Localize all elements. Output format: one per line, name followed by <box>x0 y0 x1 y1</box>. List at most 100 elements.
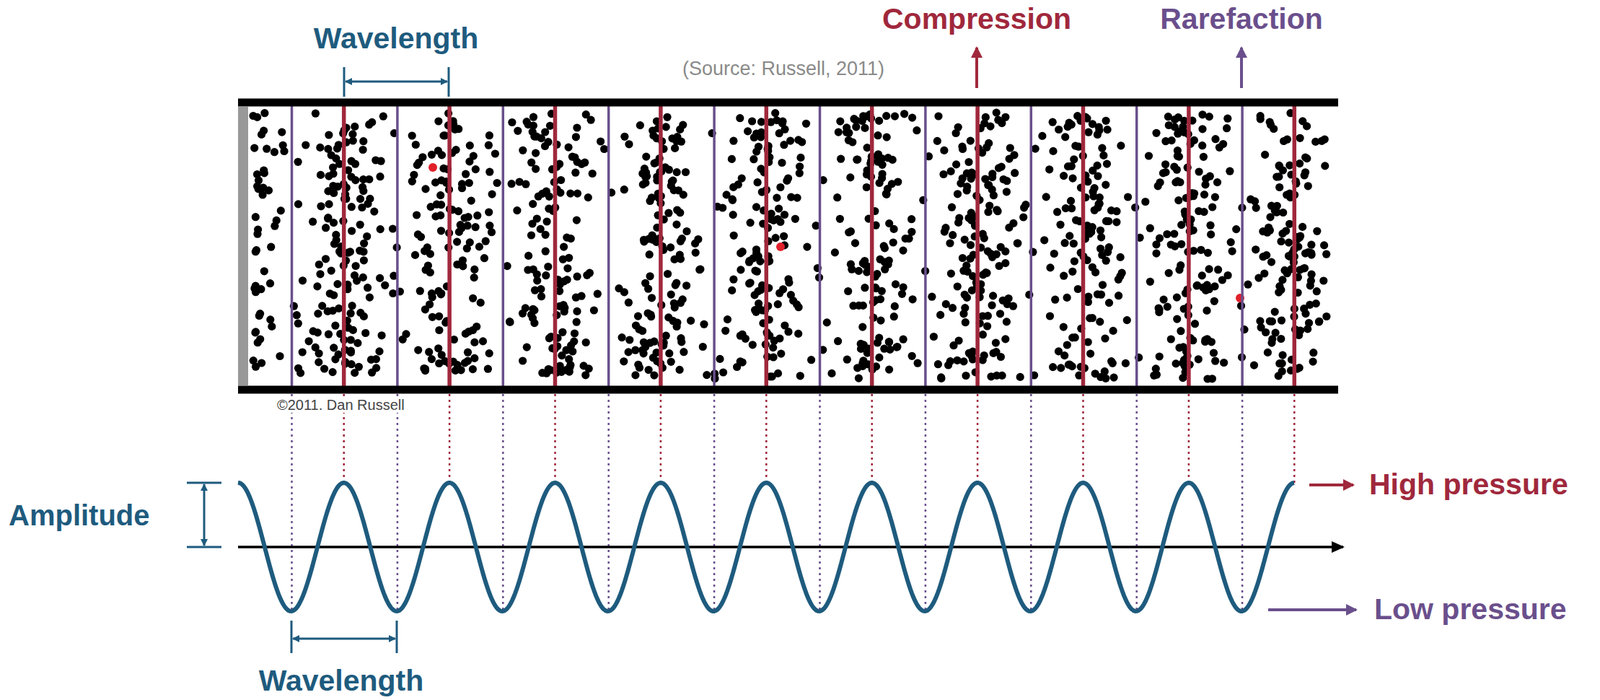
air-particle <box>566 189 575 198</box>
air-particle <box>572 132 580 141</box>
air-particle <box>473 211 482 220</box>
air-particle <box>475 242 484 251</box>
air-particle <box>792 300 801 309</box>
air-particle <box>1267 258 1276 267</box>
air-particle <box>334 350 343 359</box>
air-particle <box>365 293 374 302</box>
air-particle <box>1263 348 1272 357</box>
air-particle <box>960 235 969 244</box>
air-particle <box>314 357 323 366</box>
air-particle <box>854 301 863 310</box>
air-particle <box>1205 112 1214 121</box>
air-particle <box>794 329 803 338</box>
air-particle <box>1210 297 1219 306</box>
air-particle <box>913 359 922 368</box>
bracket-tick <box>447 67 451 97</box>
air-particle <box>644 308 653 317</box>
air-particle <box>333 144 342 153</box>
air-particle <box>524 251 533 260</box>
air-particle <box>362 232 371 241</box>
air-particle <box>989 349 998 358</box>
air-particle <box>328 367 337 376</box>
air-particle <box>649 371 658 380</box>
air-particle <box>978 330 987 339</box>
air-particle <box>1161 160 1170 169</box>
air-particle <box>1063 340 1072 349</box>
air-particle <box>324 130 333 139</box>
air-particle <box>543 262 552 271</box>
air-particle <box>749 155 758 164</box>
wavelength-bracket <box>292 637 396 640</box>
air-particle <box>907 227 916 236</box>
air-particle <box>1161 168 1170 177</box>
air-particle <box>686 316 695 325</box>
air-particle <box>1006 143 1015 152</box>
air-particle <box>328 169 337 178</box>
air-particle <box>723 315 732 324</box>
guide-line <box>1241 393 1244 610</box>
air-particle <box>308 217 317 226</box>
air-particle <box>257 358 266 367</box>
air-particle <box>507 118 516 127</box>
air-particle <box>848 137 857 146</box>
air-particle <box>1298 222 1307 231</box>
air-particle <box>1172 293 1181 302</box>
compression-line <box>447 106 452 386</box>
air-particle <box>1179 342 1188 351</box>
air-particle <box>250 144 259 153</box>
air-particle <box>1045 311 1054 320</box>
air-particle <box>620 132 629 141</box>
air-particle <box>675 208 684 217</box>
air-particle <box>667 290 676 299</box>
air-particle <box>671 281 680 290</box>
air-particle <box>1020 203 1028 212</box>
air-particle <box>1074 284 1083 293</box>
air-particle <box>898 289 907 298</box>
air-particle <box>984 139 993 148</box>
air-particle <box>530 132 539 141</box>
air-particle <box>844 287 852 296</box>
air-particle <box>662 113 671 122</box>
air-particle <box>1211 193 1220 202</box>
air-particle <box>434 116 443 125</box>
air-particle <box>1068 267 1077 276</box>
air-particle <box>1312 227 1321 236</box>
air-particle <box>505 317 514 326</box>
air-particle <box>1048 118 1057 127</box>
air-particle <box>471 222 480 231</box>
air-particle <box>481 237 490 246</box>
air-particle <box>1252 204 1261 213</box>
air-particle <box>1141 197 1150 206</box>
air-particle <box>470 273 479 282</box>
air-particle <box>888 155 897 164</box>
air-particle <box>437 226 446 235</box>
air-particle <box>752 202 761 211</box>
air-particle <box>649 337 658 346</box>
air-particle <box>1301 153 1310 162</box>
air-particle <box>631 346 640 355</box>
air-particle <box>370 207 378 216</box>
air-particle <box>546 121 555 130</box>
air-particle <box>275 352 284 360</box>
air-particle <box>727 286 736 295</box>
air-particle <box>777 158 786 167</box>
air-particle <box>572 216 581 225</box>
air-particle <box>958 144 967 153</box>
guide-line <box>448 393 451 483</box>
air-particle <box>1275 183 1284 192</box>
air-particle <box>939 146 948 155</box>
air-particle <box>877 173 886 182</box>
tracked-particle <box>776 242 785 252</box>
air-particle <box>577 160 586 169</box>
air-particle <box>457 224 466 233</box>
air-particle <box>1175 152 1184 161</box>
air-particle <box>860 124 869 133</box>
air-particle <box>556 176 565 184</box>
air-particle <box>963 182 971 191</box>
air-particle <box>582 271 591 280</box>
air-particle <box>1219 358 1228 367</box>
air-particle <box>890 225 899 234</box>
air-particle <box>890 312 899 321</box>
air-particle <box>409 170 418 179</box>
air-particle <box>1108 359 1117 368</box>
